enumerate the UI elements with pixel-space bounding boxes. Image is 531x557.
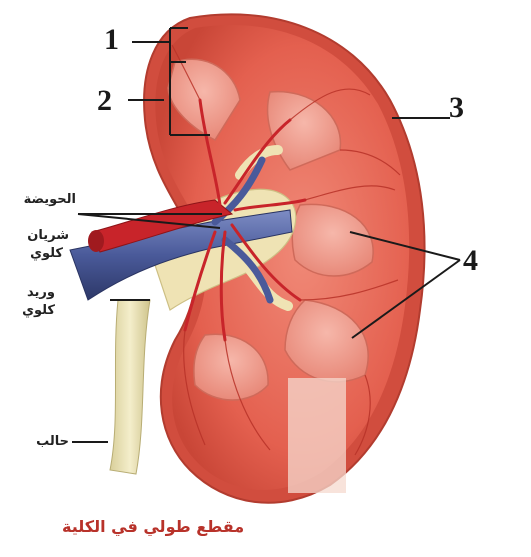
highlight-strip <box>288 378 346 493</box>
label-renal-vein-line2: كلوي <box>22 303 55 319</box>
label-renal-artery-line2: كلوي <box>30 246 63 262</box>
diagram-caption: مقطع طولي في الكلية <box>62 517 244 536</box>
ureter <box>110 300 150 474</box>
label-renal-artery-line1: شريان <box>27 228 69 244</box>
label-number-1: 1 <box>104 25 119 55</box>
label-number-3: 3 <box>449 93 464 123</box>
label-number-4: 4 <box>463 246 478 276</box>
label-number-2: 2 <box>97 86 112 116</box>
label-pelvis: الحويضة <box>24 192 76 208</box>
label-ureter: حالب <box>36 434 69 450</box>
label-renal-vein-line1: وريد <box>27 285 55 301</box>
